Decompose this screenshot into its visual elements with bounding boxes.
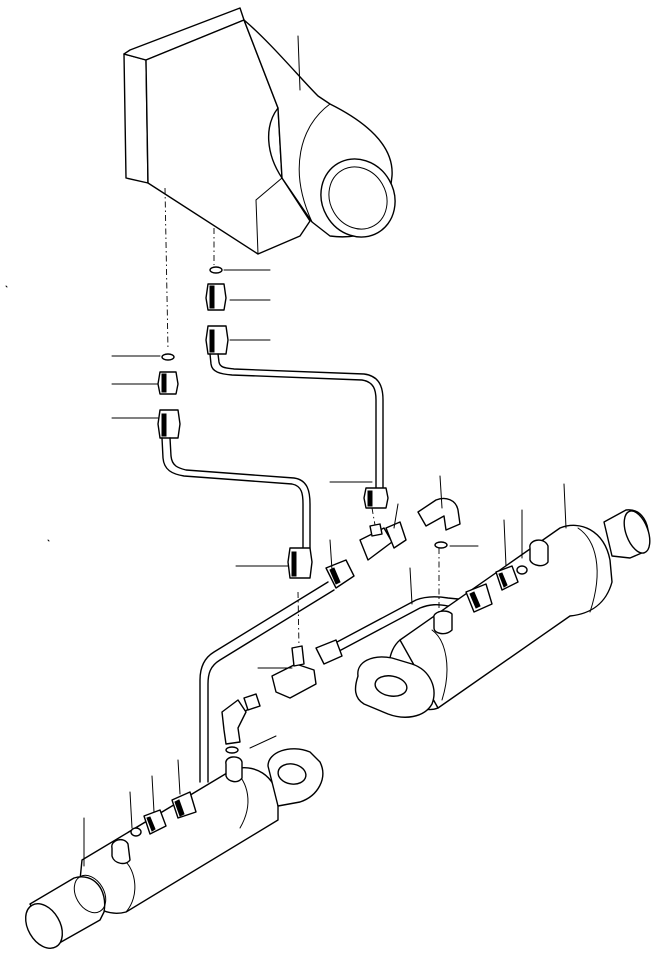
tee-fitting xyxy=(271,663,317,699)
elbow-fitting xyxy=(417,497,461,531)
union-fitting xyxy=(495,565,519,591)
left-fitting-stack xyxy=(157,353,181,439)
steering-valve xyxy=(123,7,396,255)
stray-marks xyxy=(5,285,50,542)
tube-nut xyxy=(325,559,355,589)
elbow-fitting xyxy=(221,699,247,745)
right-fitting-stack xyxy=(205,266,229,355)
o-ring xyxy=(130,827,142,837)
o-ring xyxy=(225,746,239,754)
tee-fittings xyxy=(221,497,461,754)
right-cylinder-fittings xyxy=(465,565,528,613)
union-fitting xyxy=(157,371,179,395)
tube-nut xyxy=(465,583,493,613)
union-fitting xyxy=(143,809,167,835)
tube-nut xyxy=(385,521,407,549)
o-ring xyxy=(161,353,175,361)
o-ring xyxy=(516,565,528,575)
union-fitting xyxy=(205,283,227,311)
tube-nut xyxy=(315,639,343,665)
assembly-centerlines xyxy=(164,187,440,649)
callout-leaders xyxy=(83,35,567,867)
steering-cylinder-left xyxy=(24,748,324,949)
left-cylinder-fittings xyxy=(130,791,197,837)
steering-cylinder-right xyxy=(354,509,651,718)
tube-nut xyxy=(157,409,181,439)
o-ring xyxy=(434,541,448,549)
o-ring xyxy=(209,266,223,274)
tube-nut xyxy=(205,325,229,355)
steering-tubes xyxy=(161,353,469,783)
